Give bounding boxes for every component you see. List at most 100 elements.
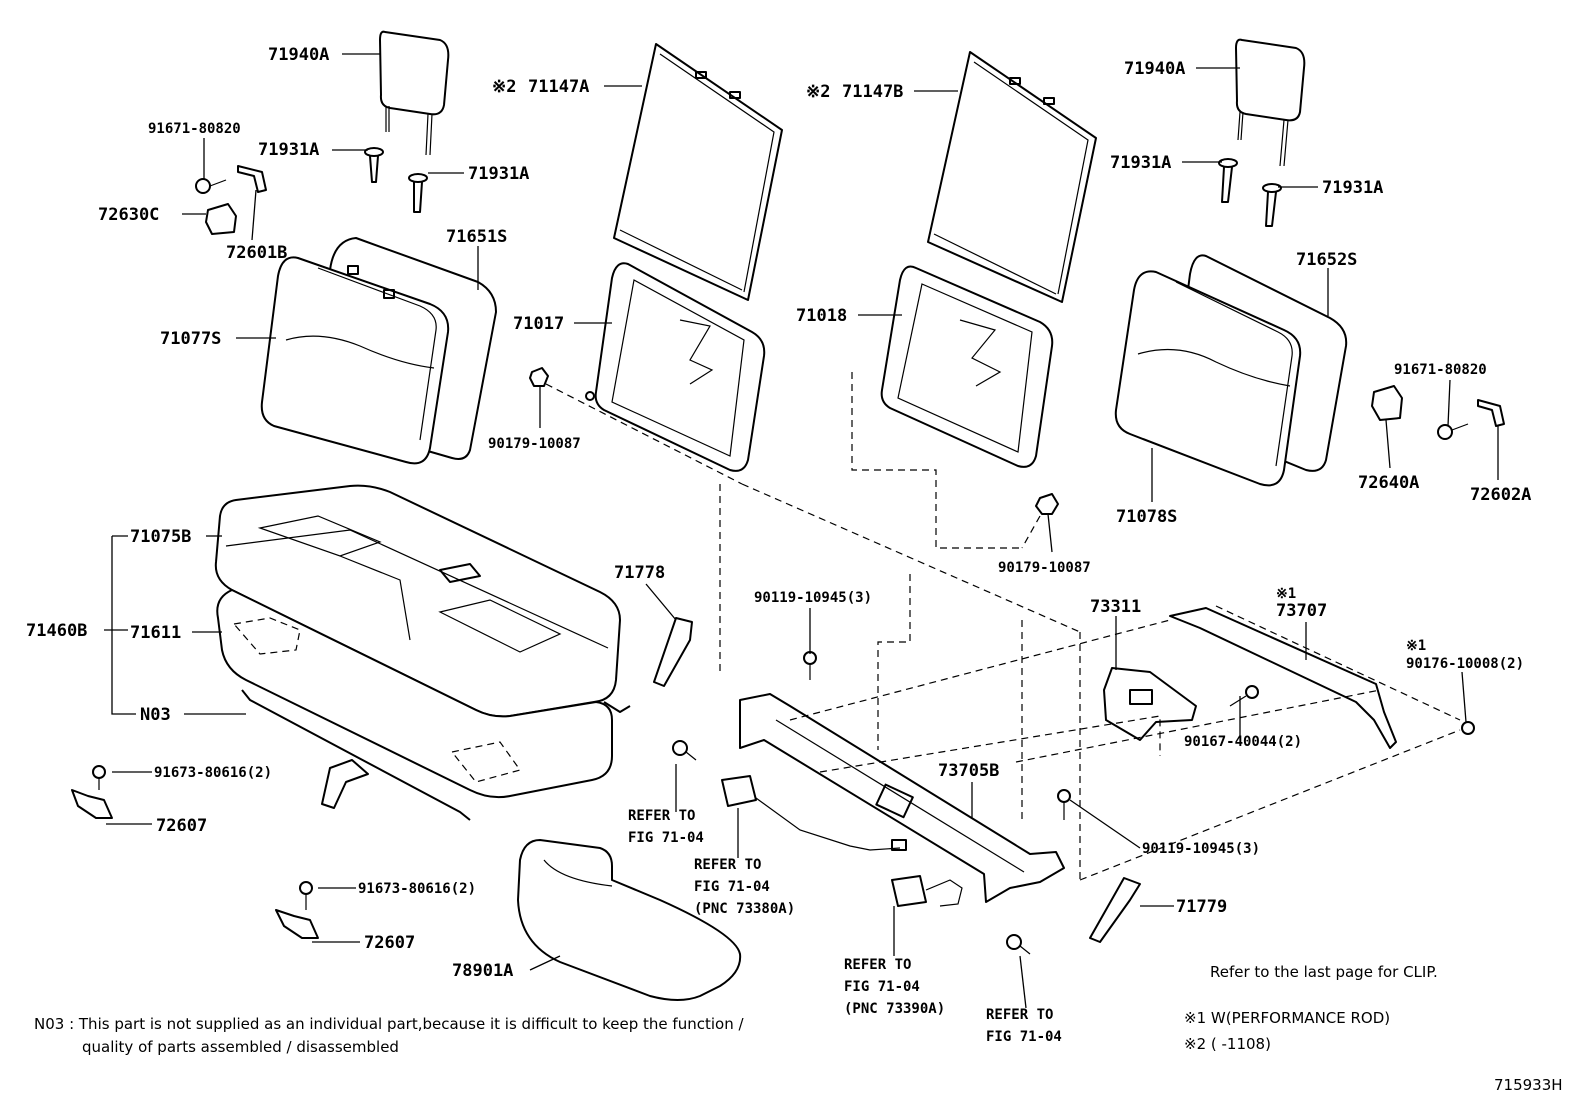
label-71931A-2: 71931A: [468, 164, 529, 184]
clip-72630C: [205, 203, 237, 235]
label-71940A-right: 71940A: [1124, 59, 1185, 79]
guide-71931A-left-1: [364, 147, 384, 183]
label-71017: 71017: [513, 314, 564, 334]
label-71940A-left: 71940A: [268, 45, 329, 65]
bolt-90167: [1229, 685, 1259, 707]
label-71460B: 71460B: [26, 621, 87, 641]
nut-90179-right: [1035, 493, 1059, 515]
label-91671-left: 91671-80820: [148, 121, 241, 137]
hinge-frame-73705B: [739, 693, 1065, 903]
label-71651S: 71651S: [446, 227, 507, 247]
note-n03-line2: quality of parts assembled / disassemble…: [82, 1038, 399, 1056]
label-91673-2: 91673-80616(2): [358, 881, 476, 897]
nut-90176: [1461, 721, 1475, 735]
bracket-72601B: [237, 165, 267, 193]
guide-71931A-right-2: [1262, 183, 1282, 227]
bracket-73311: [1103, 667, 1197, 741]
bracket-72602A: [1477, 399, 1505, 427]
label-ref4-line2: FIG 71-04: [986, 1029, 1062, 1045]
label-71147B: 71147B: [842, 82, 903, 102]
bolt-91671-right: [1437, 423, 1469, 440]
label-72602A: 72602A: [1470, 485, 1531, 505]
label-90119-2: 90119-10945(3): [1142, 841, 1260, 857]
note-mark2: ※2 ( -1108): [1184, 1035, 1271, 1053]
label-ref1-line1: REFER TO: [628, 808, 695, 824]
label-ref1-line2: FIG 71-04: [628, 830, 704, 846]
bolt-90119-2: [1057, 789, 1071, 820]
label-ref3-line2: FIG 71-04: [844, 979, 920, 995]
label-71147A: 71147A: [528, 77, 589, 97]
label-90176: 90176-10008(2): [1406, 656, 1524, 672]
label-ref3-line1: REFER TO: [844, 957, 911, 973]
label-71147B-mark: ※2: [806, 82, 830, 102]
seatback-cover-right-71078S: [1114, 270, 1302, 487]
seatbelt-buckle-73390A: [891, 875, 963, 907]
label-73311: 73311: [1090, 597, 1141, 617]
anchor-bolt-left: [672, 740, 697, 761]
label-ref2-line1: REFER TO: [694, 857, 761, 873]
label-72630C: 72630C: [98, 205, 159, 225]
label-78901A: 78901A: [452, 961, 513, 981]
label-71779: 71779: [1176, 897, 1227, 917]
label-71077S: 71077S: [160, 329, 221, 349]
label-71652S: 71652S: [1296, 250, 1357, 270]
label-90167: 90167-40044(2): [1184, 734, 1302, 750]
note-mark1: ※1 W(PERFORMANCE ROD): [1184, 1009, 1390, 1027]
frame-71017: [585, 262, 766, 472]
label-73705B: 73705B: [938, 761, 999, 781]
label-71075B: 71075B: [130, 527, 191, 547]
seat-wire-N03: [241, 689, 631, 821]
note-clip: Refer to the last page for CLIP.: [1210, 963, 1438, 981]
label-90179-right: 90179-10087: [998, 560, 1091, 576]
board-71147A: [613, 43, 783, 301]
anchor-bolt-right: [1006, 934, 1031, 955]
label-71147A-mark: ※2: [492, 77, 516, 97]
bracket-72607-2: [275, 881, 319, 939]
label-ref2-line3: (PNC 73380A): [694, 901, 795, 917]
nut-90179-left: [529, 367, 549, 387]
board-71147B: [927, 51, 1097, 303]
bolt-91671-left: [195, 178, 227, 194]
hinge-cover-71778: [653, 617, 693, 687]
note-n03-line1: N03 : This part is not supplied as an in…: [34, 1015, 744, 1033]
rod-73707: [1169, 607, 1397, 749]
seatback-cover-left-71077S: [260, 256, 450, 465]
label-72601B: 72601B: [226, 243, 287, 263]
label-72640A: 72640A: [1358, 473, 1419, 493]
hinge-cover-71779: [1089, 877, 1141, 943]
label-ref2-line2: FIG 71-04: [694, 879, 770, 895]
headrest-right: [1235, 38, 1306, 167]
guide-71931A-left-2: [408, 173, 428, 213]
label-ref3-line3: (PNC 73390A): [844, 1001, 945, 1017]
part-labels: 71940A 91671-80820 71931A 71931A 72630C …: [26, 45, 1531, 1045]
label-90119-1: 90119-10945(3): [754, 590, 872, 606]
label-71018: 71018: [796, 306, 847, 326]
label-73707-mark: ※1: [1276, 586, 1296, 602]
cover-78901A: [517, 839, 742, 1001]
guide-71931A-right-1: [1218, 158, 1238, 203]
label-91671-right: 91671-80820: [1394, 362, 1487, 378]
seatbelt-buckle-73380A: [721, 775, 907, 851]
seat-pad-71611: [216, 589, 613, 799]
label-71078S: 71078S: [1116, 507, 1177, 527]
bracket-72607-1: [71, 765, 113, 819]
footnotes: Refer to the last page for CLIP. N03 : T…: [34, 963, 1563, 1094]
leader-lines: [104, 53, 1499, 1009]
label-71931A-3: 71931A: [1110, 153, 1171, 173]
label-91673-1: 91673-80616(2): [154, 765, 272, 781]
headrest-left: [379, 30, 450, 156]
clip-72640A: [1371, 385, 1403, 421]
label-N03: N03: [140, 705, 171, 725]
label-72607-2: 72607: [364, 933, 415, 953]
figure-id: 715933H: [1494, 1076, 1563, 1094]
label-71778: 71778: [614, 563, 665, 583]
label-71611: 71611: [130, 623, 181, 643]
label-73707: 73707: [1276, 601, 1327, 621]
label-ref4-line1: REFER TO: [986, 1007, 1053, 1023]
label-90179-left: 90179-10087: [488, 436, 581, 452]
label-71931A-1: 71931A: [258, 140, 319, 160]
bolt-90119-1: [803, 651, 817, 680]
assembly-lines: [545, 372, 1461, 881]
label-90176-mark: ※1: [1406, 638, 1426, 654]
